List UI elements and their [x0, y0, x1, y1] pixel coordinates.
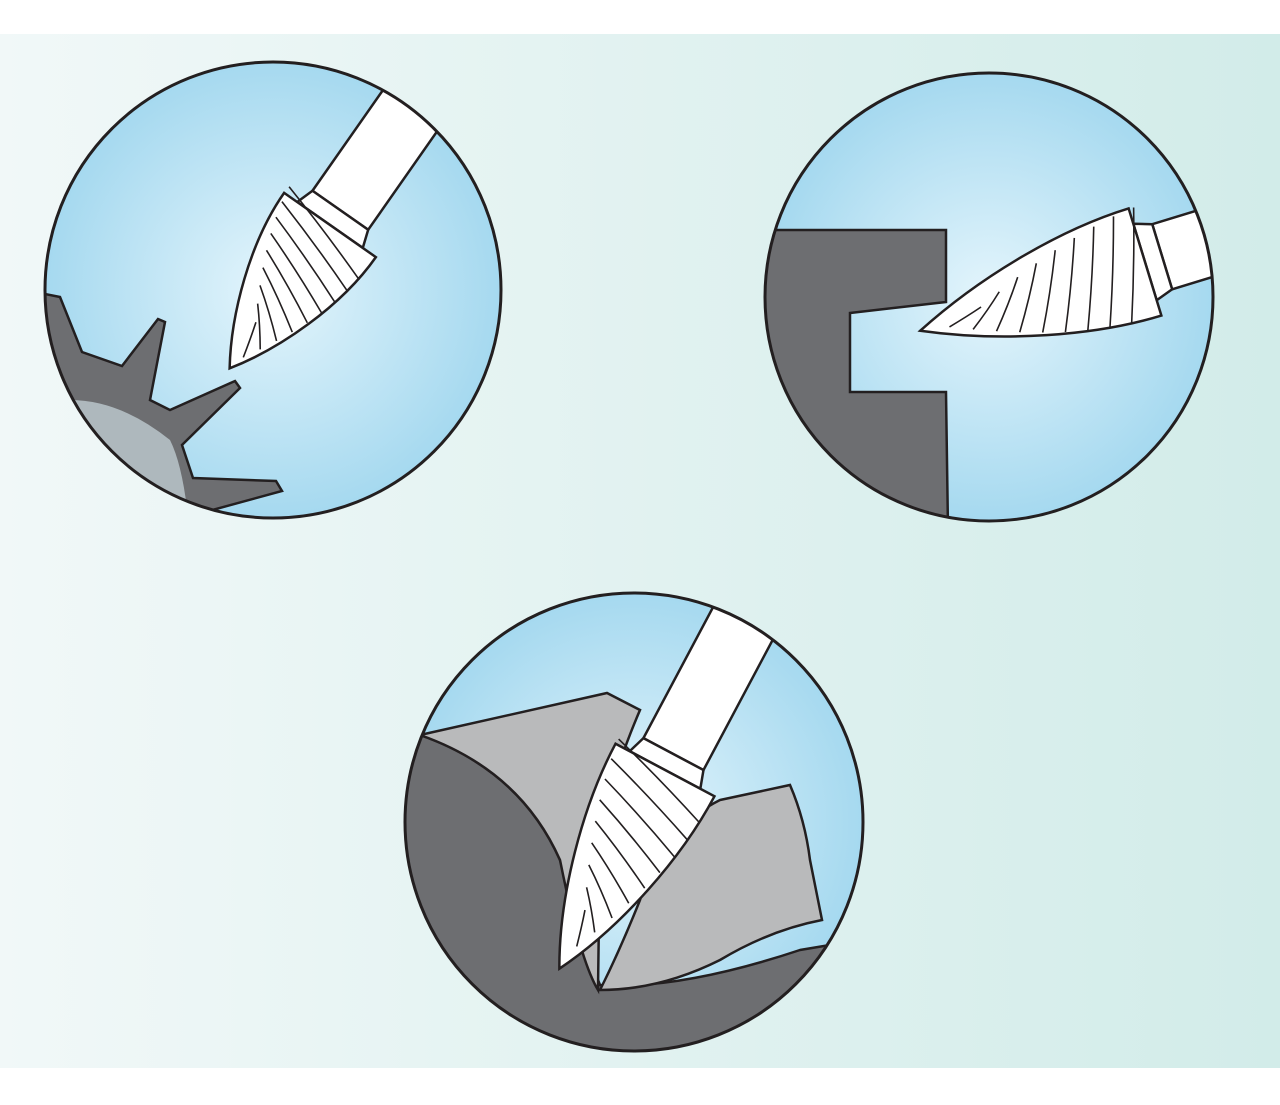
- burr-flute-line: [270, 233, 323, 314]
- burr-flute-line: [1109, 216, 1115, 329]
- burr-flute-line: [618, 738, 701, 824]
- burr-flute-line: [585, 887, 596, 933]
- burr-flute-line: [591, 842, 630, 904]
- page-margin-bottom: [0, 1068, 1280, 1100]
- burr-flute-line: [265, 249, 309, 324]
- burr-flute-line: [262, 267, 294, 333]
- burr-flute-line: [599, 799, 661, 874]
- scene-slot-milling: [763, 71, 1215, 523]
- burr-flute-line: [604, 778, 675, 858]
- scene-b-outline: [763, 71, 1215, 523]
- burr-flute-line: [1130, 207, 1135, 325]
- burr-tool-b: [917, 175, 1213, 338]
- burr-flute-line: [288, 186, 360, 281]
- page-margin-top: [0, 0, 1280, 34]
- burr-flute-line: [259, 285, 278, 342]
- scene-a-outline: [43, 60, 503, 520]
- burr-flute-line: [1087, 226, 1095, 331]
- burr-flute-line: [275, 216, 336, 304]
- burr-flute-line: [242, 322, 257, 358]
- burr-flute-line: [281, 201, 349, 293]
- burr-flute-line: [588, 864, 613, 919]
- burr-flute-line: [1041, 250, 1056, 333]
- burr-flute-line: [594, 820, 646, 889]
- scene-contour-grinding: [403, 591, 865, 1053]
- burr-flute-line: [575, 909, 586, 947]
- burr-tool-c: [558, 593, 785, 971]
- burr-flute-line: [610, 758, 689, 841]
- burr-flute-line: [256, 303, 262, 350]
- burr-flute-line: [949, 306, 982, 328]
- burr-c-head: [558, 742, 717, 971]
- burr-flute-line: [995, 276, 1019, 332]
- burr-b-head: [917, 206, 1163, 338]
- burr-flute-line: [1064, 237, 1076, 333]
- burr-flute-line: [972, 291, 1000, 330]
- scene-c-outline: [403, 591, 865, 1053]
- burr-flute-line: [1018, 263, 1038, 333]
